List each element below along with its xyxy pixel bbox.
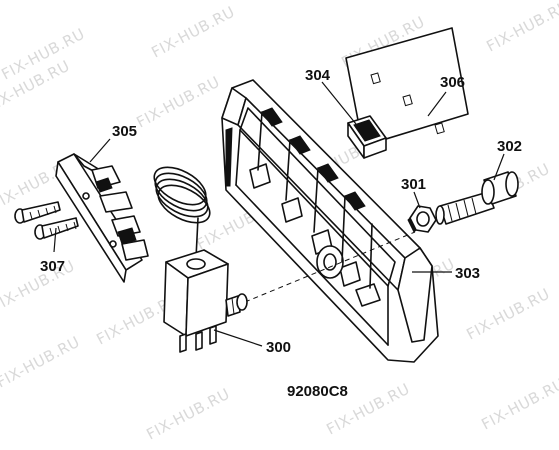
watermark: FIX-HUB.RU <box>148 3 237 62</box>
label-part-304: 304 <box>305 67 331 84</box>
label-part-303: 303 <box>455 265 480 282</box>
part-300-thermostat <box>153 166 248 353</box>
leader-306 <box>427 91 447 117</box>
watermark: FIX-HUB.RU <box>0 257 78 316</box>
leader-lines <box>53 81 505 347</box>
part-304-block <box>347 115 387 159</box>
watermark: FIX-HUB.RU <box>143 385 232 444</box>
part-303-housing <box>221 79 439 363</box>
watermark: FIX-HUB.RU <box>133 73 222 132</box>
watermark: FIX-HUB.RU <box>0 333 83 392</box>
drawing-number: 92080C8 <box>287 383 348 400</box>
part-306-plate <box>345 27 469 147</box>
assembly-axis <box>244 231 416 303</box>
label-part-306: 306 <box>440 74 465 91</box>
leader-307 <box>53 227 57 253</box>
label-part-307: 307 <box>40 258 65 275</box>
label-part-301: 301 <box>401 176 426 193</box>
watermark: FIX-HUB.RU <box>478 375 559 434</box>
leader-305 <box>89 138 111 163</box>
watermark: FIX-HUB.RU <box>483 0 559 56</box>
watermark: FIX-HUB.RU <box>463 285 552 344</box>
leader-300 <box>213 329 263 347</box>
leader-302 <box>493 153 505 181</box>
part-301-nut <box>407 205 437 233</box>
leader-304 <box>321 81 357 125</box>
label-part-300: 300 <box>266 339 291 356</box>
part-307-screws <box>14 201 79 240</box>
leader-301 <box>413 191 421 209</box>
part-302-knob-shaft <box>435 171 519 225</box>
label-part-305: 305 <box>112 123 137 140</box>
label-part-302: 302 <box>497 138 522 155</box>
part-305-bracket <box>55 153 149 283</box>
